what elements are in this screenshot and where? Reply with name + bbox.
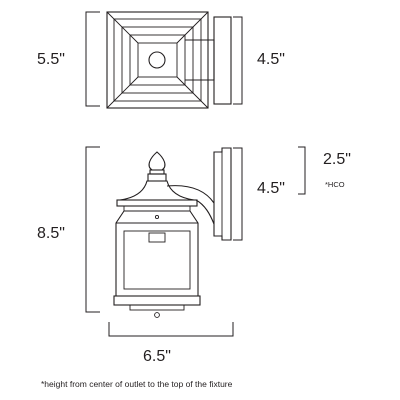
lantern-arm <box>166 185 215 225</box>
top-view-arm <box>185 39 215 81</box>
finial-collar <box>147 173 167 182</box>
roof-rim <box>116 199 198 207</box>
side-backplate-label: 4.5" <box>257 180 285 197</box>
top-view-backplate <box>213 16 232 105</box>
lantern-roof <box>119 180 195 201</box>
top-view-height-dimension-line <box>85 11 100 107</box>
finial-base <box>149 169 165 175</box>
lantern-base <box>113 295 201 306</box>
glass-pane <box>123 230 191 290</box>
canopy-step-3 <box>129 34 186 86</box>
canopy-step-2 <box>121 26 194 94</box>
canopy-outer <box>106 11 209 109</box>
canopy-corner-lines <box>106 11 209 109</box>
hco-dimension-line <box>298 146 306 195</box>
finial-top-view <box>148 51 166 69</box>
top-view: 5.5" 4.5" <box>37 11 285 109</box>
height-dimension-line <box>85 146 100 313</box>
canopy-step-4 <box>137 42 178 78</box>
width-label: 6.5" <box>143 348 171 365</box>
base-foot <box>129 304 185 311</box>
canopy-step-1 <box>113 18 202 102</box>
lantern-cage <box>115 210 199 297</box>
roof-band <box>123 206 191 212</box>
width-dimension-line <box>108 322 234 337</box>
top-view-height-label: 5.5" <box>37 51 65 68</box>
roof-screw <box>154 214 160 220</box>
side-backplate-dimension-line <box>233 147 243 241</box>
hco-label: 2.5" <box>323 151 351 168</box>
height-label: 8.5" <box>37 225 65 242</box>
side-backplate <box>213 147 232 241</box>
top-view-backplate-dimension-line <box>233 16 243 105</box>
front-view: 8.5" 4.5" 2.5" *HCO 6.5" <box>37 146 351 365</box>
socket <box>148 232 166 243</box>
top-view-backplate-label: 4.5" <box>257 51 285 68</box>
hco-note: *HCO <box>325 180 345 189</box>
base-screw <box>154 312 160 318</box>
finial <box>148 151 166 171</box>
footnote: *height from center of outlet to the top… <box>41 379 233 389</box>
